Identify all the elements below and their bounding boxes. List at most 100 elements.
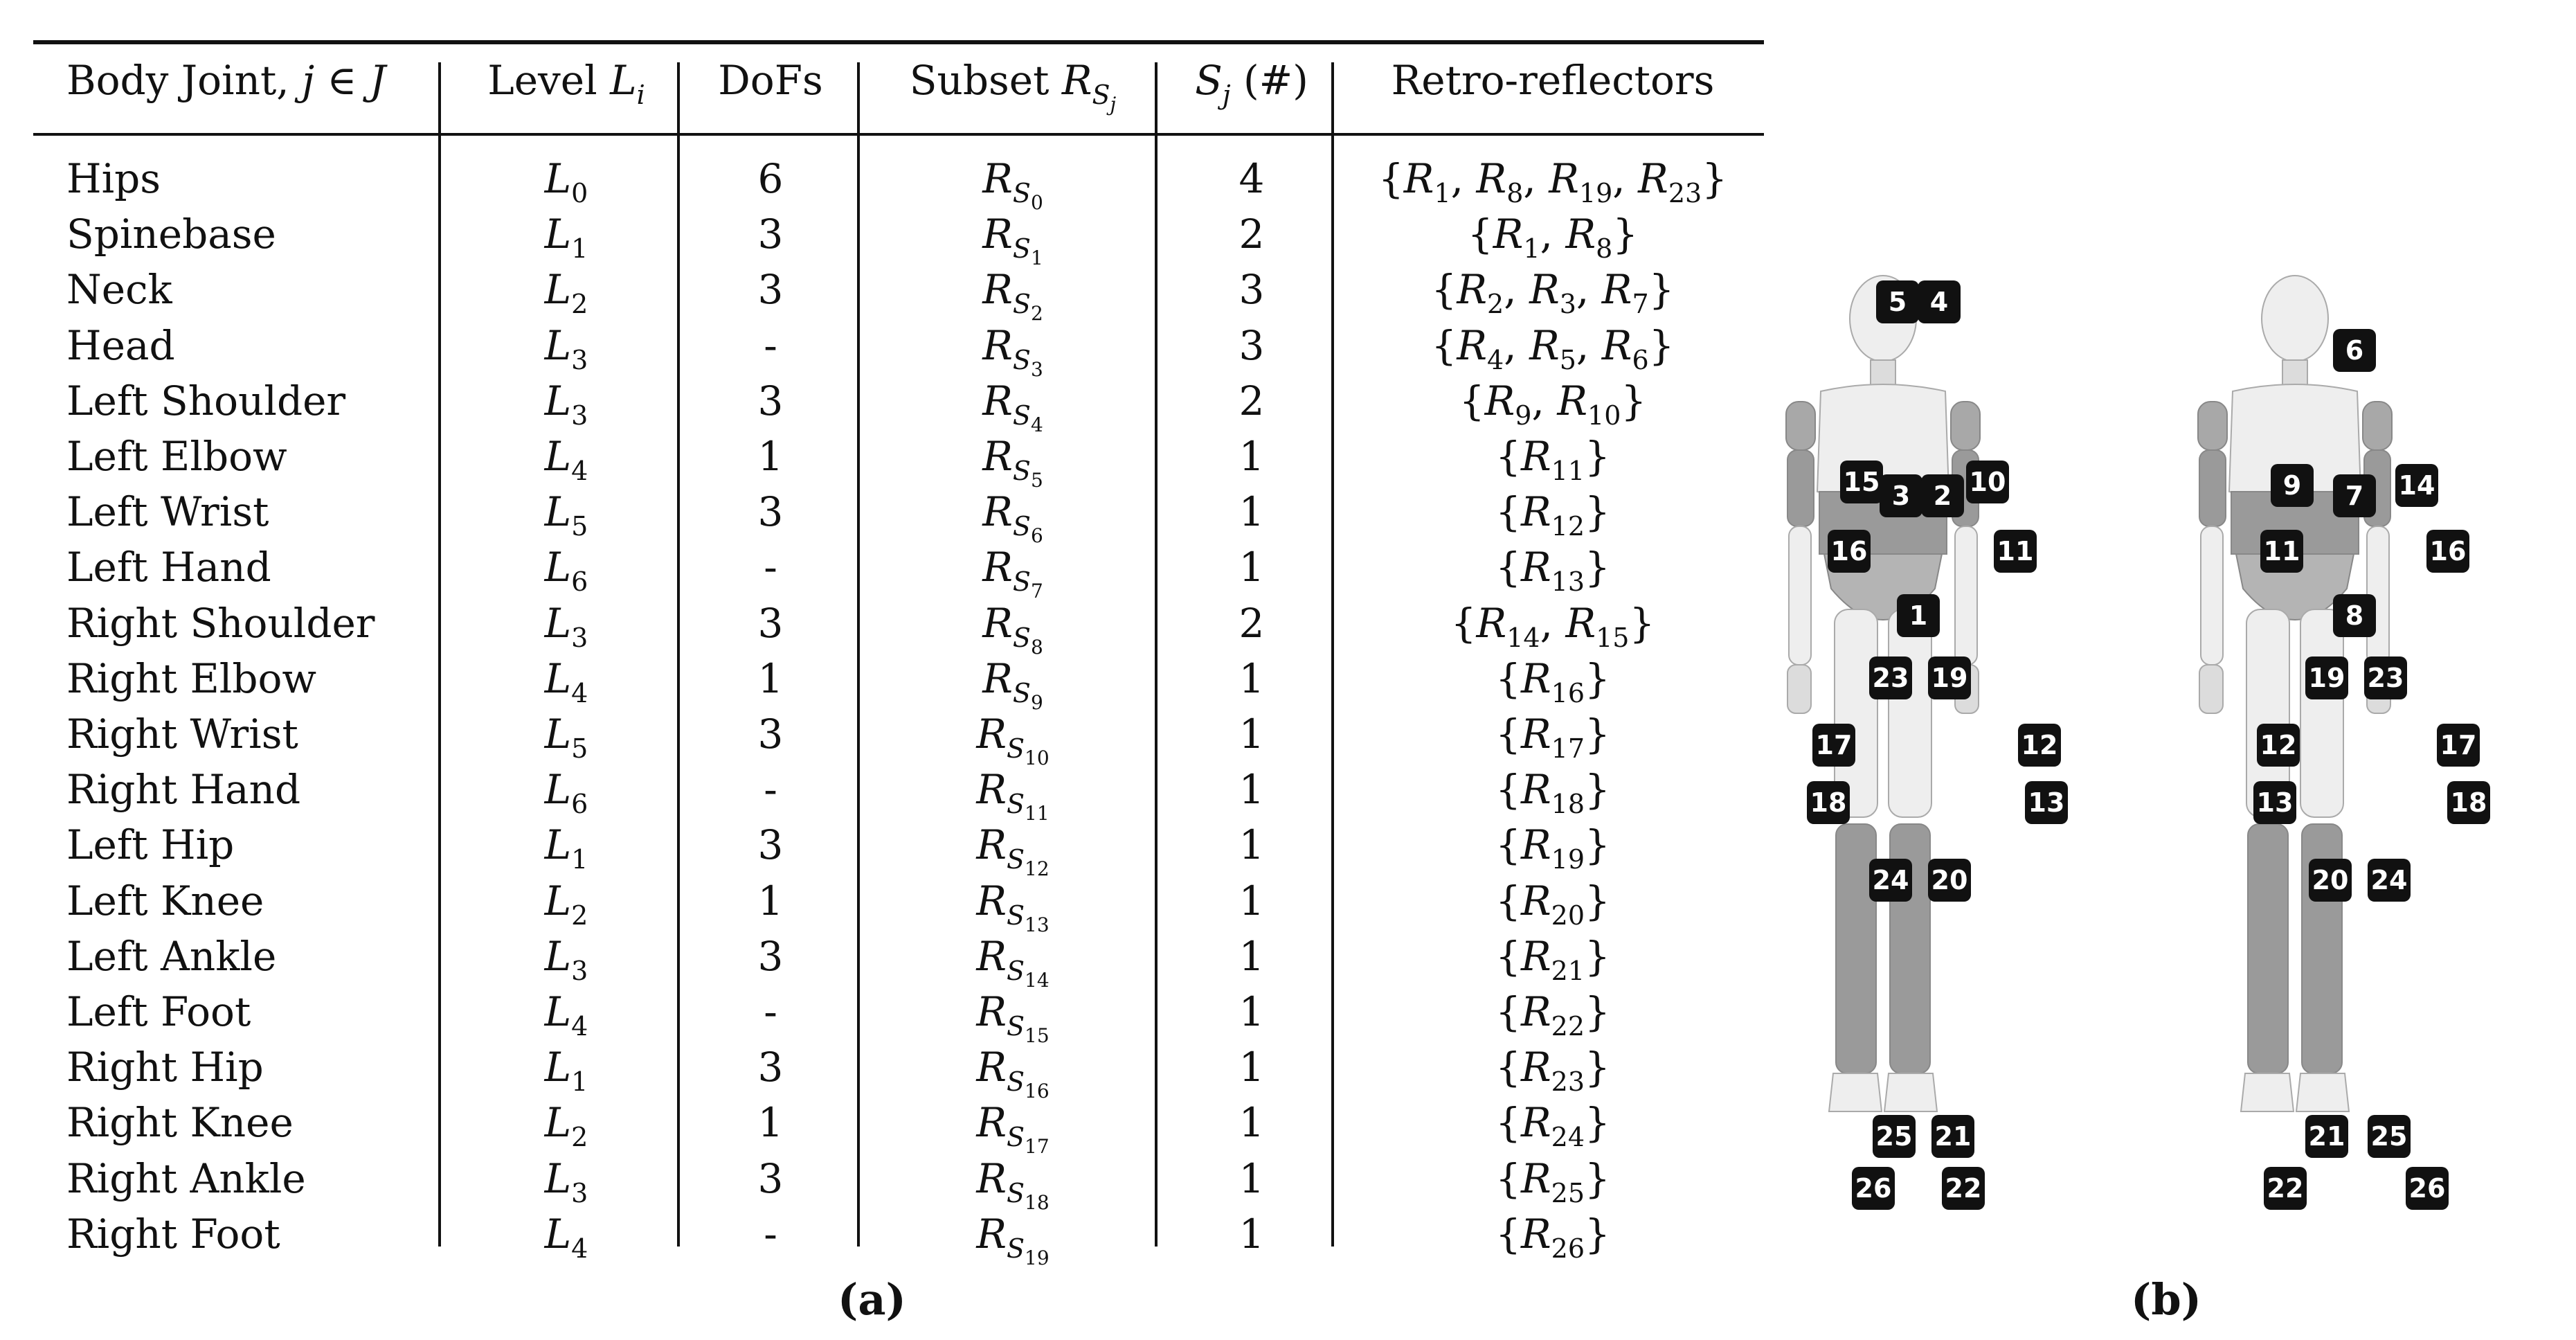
column-separator — [1155, 62, 1158, 1247]
cell-reflectors: {R4, R5, R6} — [1431, 321, 1675, 375]
cell-count: 4 — [1239, 155, 1265, 202]
cell-count: 2 — [1239, 211, 1265, 258]
cell-reflectors: {R17} — [1495, 711, 1610, 764]
cell-count: 3 — [1239, 321, 1265, 369]
back-marker-8: 8 — [2333, 594, 2376, 637]
back-marker-26: 26 — [2406, 1167, 2449, 1210]
front-marker-21: 21 — [1931, 1115, 1974, 1158]
cell-count: 2 — [1239, 377, 1265, 425]
cell-joint: Left Shoulder — [66, 377, 346, 425]
cell-subset: RS0 — [982, 155, 1043, 214]
cell-subset: RS1 — [982, 211, 1043, 270]
front-marker-18: 18 — [1807, 781, 1850, 824]
cell-joint: Left Hip — [66, 821, 235, 869]
cell-level: L3 — [544, 1154, 588, 1208]
cell-level: L3 — [544, 932, 588, 986]
back-marker-16: 16 — [2426, 530, 2469, 573]
cell-count: 1 — [1239, 821, 1265, 869]
cell-reflectors: {R2, R3, R7} — [1431, 266, 1675, 320]
cell-level: L0 — [544, 155, 588, 208]
front-marker-11: 11 — [1994, 530, 2037, 573]
cell-count: 1 — [1239, 1154, 1265, 1202]
cell-reflectors: {R25} — [1495, 1154, 1610, 1208]
cell-subset: RS4 — [982, 377, 1043, 436]
front-marker-17: 17 — [1812, 724, 1855, 767]
header-reflectors: Retro-reflectors — [1391, 57, 1715, 104]
cell-reflectors: {R22} — [1495, 988, 1610, 1042]
front-marker-22: 22 — [1942, 1167, 1985, 1210]
cell-joint: Right Hip — [66, 1044, 264, 1091]
cell-level: L1 — [544, 821, 588, 875]
cell-subset: RS10 — [976, 711, 1050, 769]
cell-joint: Head — [66, 321, 175, 369]
header-subset: Subset RSj — [909, 57, 1117, 116]
cell-dofs: 1 — [757, 877, 784, 924]
cell-level: L4 — [544, 654, 588, 708]
cell-count: 1 — [1239, 488, 1265, 536]
cell-dofs: 3 — [757, 711, 784, 758]
front-marker-10: 10 — [1966, 461, 2009, 503]
cell-reflectors: {R13} — [1495, 544, 1610, 598]
cell-level: L5 — [544, 488, 588, 542]
front-marker-23: 23 — [1869, 656, 1912, 699]
front-marker-4: 4 — [1918, 280, 1961, 323]
back-marker-19: 19 — [2305, 656, 2348, 699]
back-marker-7: 7 — [2333, 474, 2376, 517]
cell-dofs: 3 — [757, 1044, 784, 1091]
cell-subset: RS3 — [982, 321, 1043, 381]
back-marker-18: 18 — [2447, 781, 2490, 824]
header-level: Level Li — [487, 57, 645, 110]
cell-subset: RS6 — [982, 488, 1043, 548]
cell-subset: RS17 — [976, 1099, 1050, 1159]
cell-level: L2 — [544, 877, 588, 931]
front-marker-12: 12 — [2018, 724, 2061, 767]
back-marker-23: 23 — [2364, 656, 2407, 699]
table-header-row: Body Joint, j ∈ J Level Li DoFs Subset R… — [33, 53, 1764, 116]
cell-dofs: 3 — [757, 211, 784, 258]
column-separator — [857, 62, 860, 1247]
cell-level: L3 — [544, 321, 588, 375]
cell-reflectors: {R19} — [1495, 821, 1610, 875]
cell-joint: Right Foot — [66, 1210, 280, 1258]
cell-subset: RS16 — [976, 1044, 1050, 1103]
back-marker-22: 22 — [2264, 1167, 2307, 1210]
cell-subset: RS8 — [982, 599, 1043, 659]
table-header-rule — [33, 133, 1764, 136]
cell-reflectors: {R18} — [1495, 766, 1610, 820]
cell-reflectors: {R23} — [1495, 1044, 1610, 1098]
cell-level: L2 — [544, 266, 588, 320]
cell-dofs: 3 — [757, 821, 784, 869]
cell-count: 1 — [1239, 1210, 1265, 1258]
cell-subset: RS7 — [982, 544, 1043, 603]
cell-level: L1 — [544, 1044, 588, 1098]
cell-count: 1 — [1239, 654, 1265, 702]
cell-joint: Neck — [66, 266, 172, 314]
cell-level: L1 — [544, 211, 588, 265]
cell-count: 1 — [1239, 433, 1265, 480]
cell-dofs: 3 — [757, 599, 784, 647]
cell-level: L2 — [544, 1099, 588, 1153]
front-marker-2: 2 — [1921, 474, 1964, 517]
cell-count: 1 — [1239, 932, 1265, 980]
cell-subset: RS15 — [976, 988, 1050, 1047]
back-marker-20: 20 — [2309, 859, 2352, 902]
cell-count: 1 — [1239, 1044, 1265, 1091]
cell-dofs: - — [764, 1210, 777, 1258]
front-marker-13: 13 — [2025, 781, 2068, 824]
cell-joint: Right Hand — [66, 766, 301, 814]
cell-dofs: - — [764, 544, 777, 591]
front-marker-26: 26 — [1852, 1167, 1895, 1210]
front-marker-15: 15 — [1840, 461, 1883, 503]
mannequin-back — [2197, 275, 2393, 1112]
cell-dofs: 1 — [757, 1099, 784, 1147]
